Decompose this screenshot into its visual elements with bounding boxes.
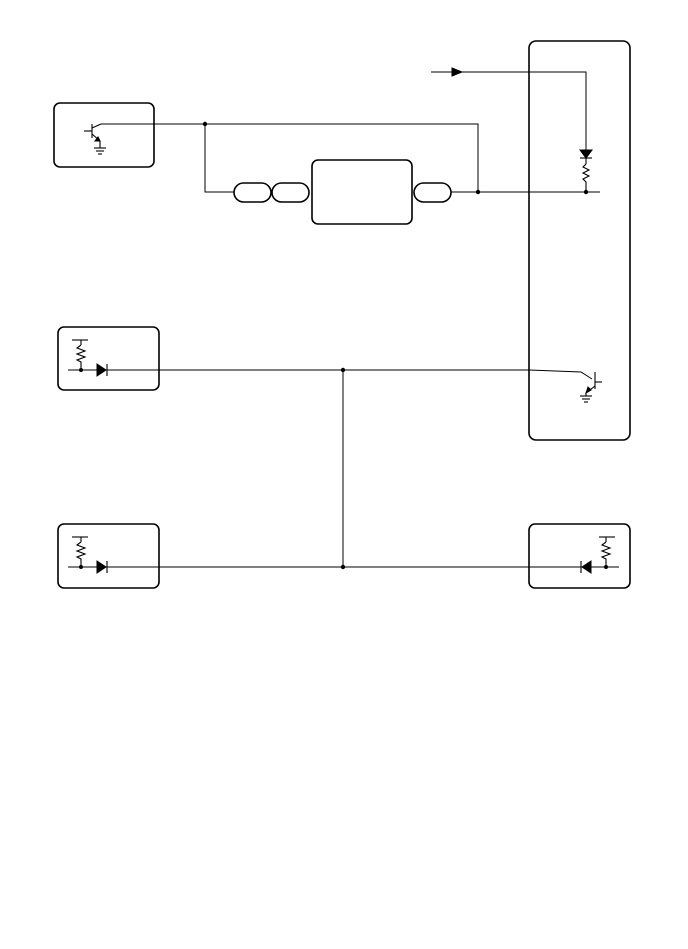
wires	[101, 71, 600, 568]
module-center-block	[311, 159, 413, 225]
junction-dot	[340, 367, 346, 373]
transistor-to-ground-icon	[580, 372, 602, 403]
pull-up-resistor-diode-icon	[580, 536, 619, 574]
pull-up-resistor-diode-icon	[68, 339, 108, 377]
arrowhead-icon	[451, 67, 464, 77]
connector-pill-2	[271, 182, 310, 203]
junction-dot	[340, 564, 346, 570]
module-left-mid	[57, 326, 160, 391]
wire-incoming-signal	[431, 71, 587, 150]
junction-dot	[475, 189, 481, 195]
junction-dot	[202, 121, 208, 127]
transistor-to-ground-icon	[84, 123, 106, 155]
wire-into-right-transistor	[528, 369, 593, 380]
module-left-top	[53, 102, 155, 168]
connector-pill-3	[413, 182, 452, 203]
connector-pill-1	[233, 182, 272, 203]
pull-up-resistor-diode-icon	[68, 536, 108, 574]
wire-top-loop	[101, 123, 479, 192]
module-right-bottom	[528, 523, 631, 589]
diode-resistor-input-icon	[579, 149, 593, 192]
module-right-tall	[528, 40, 631, 441]
module-left-bottom	[57, 523, 160, 589]
junctions	[202, 121, 589, 570]
wire-drop-to-connector	[204, 124, 234, 193]
